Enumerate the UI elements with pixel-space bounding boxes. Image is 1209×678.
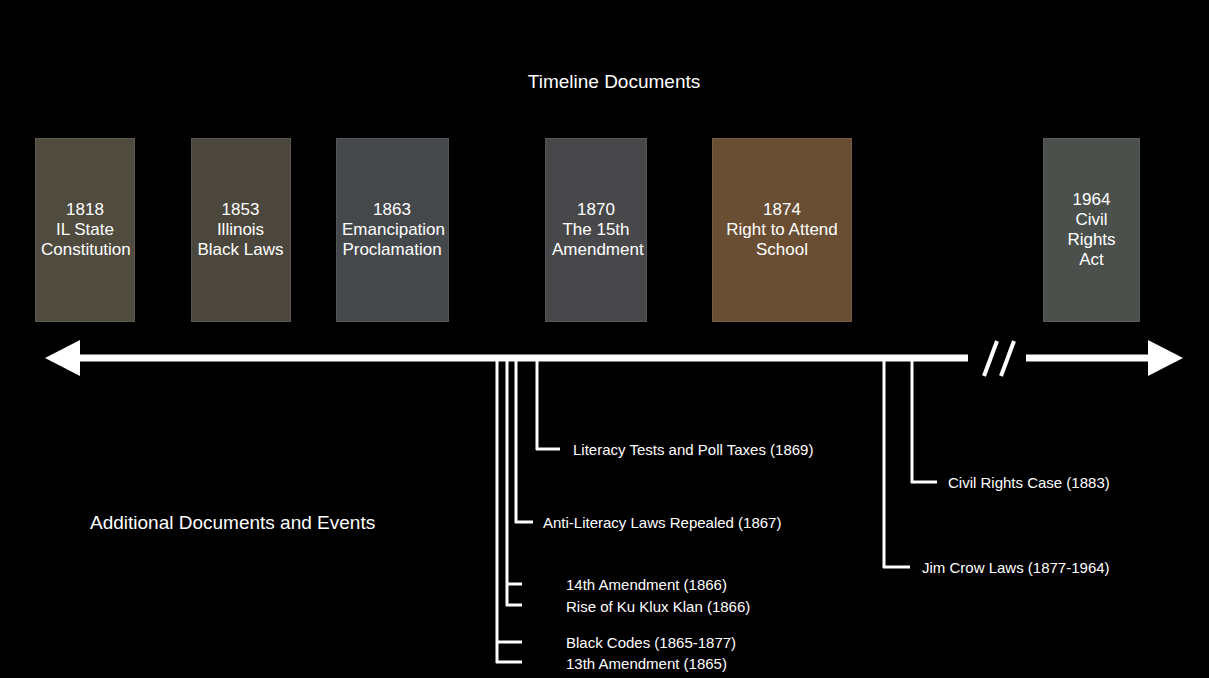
leader-line: [911, 358, 914, 483]
leader-line: [883, 358, 886, 568]
leader-line: [506, 604, 522, 607]
diagram-title: Timeline Documents: [528, 71, 700, 93]
document-year: 1818: [66, 200, 104, 220]
leader-line: [911, 481, 937, 484]
timeline-bar: [1026, 355, 1152, 362]
event-label: Jim Crow Laws (1877-1964): [922, 559, 1110, 576]
leader-line: [515, 358, 518, 523]
document-name: Civil Rights Act: [1062, 210, 1122, 270]
leader-line: [536, 448, 560, 451]
document-name: Right to Attend School: [717, 220, 847, 260]
leader-line: [496, 358, 499, 663]
document-box: 1853Illinois Black Laws: [191, 138, 291, 322]
event-label: Rise of Ku Klux Klan (1866): [566, 598, 750, 615]
document-name: IL State Constitution: [41, 220, 129, 260]
document-year: 1870: [577, 200, 615, 220]
leader-line: [496, 641, 522, 644]
leader-line: [515, 521, 533, 524]
document-name: Illinois Black Laws: [196, 220, 286, 260]
leader-line: [506, 358, 509, 606]
document-box: 1870The 15th Amendment: [545, 138, 647, 322]
document-box: 1863Emancipation Proclamation: [336, 138, 449, 322]
event-label: 13th Amendment (1865): [566, 655, 727, 672]
document-year: 1863: [373, 200, 411, 220]
document-name: Emancipation Proclamation: [342, 220, 442, 260]
event-label: Anti-Literacy Laws Repealed (1867): [543, 514, 781, 531]
event-label: Civil Rights Case (1883): [948, 474, 1110, 491]
arrow-head: [45, 340, 80, 376]
document-box: 1874Right to Attend School: [712, 138, 852, 322]
document-year: 1874: [763, 200, 801, 220]
event-label: Black Codes (1865-1877): [566, 634, 736, 651]
document-box: 1818IL State Constitution: [35, 138, 135, 322]
document-year: 1853: [222, 200, 260, 220]
break-mark: [1001, 341, 1014, 376]
leader-line: [883, 566, 910, 569]
leader-line: [506, 583, 522, 586]
event-label: 14th Amendment (1866): [566, 576, 727, 593]
section-label: Additional Documents and Events: [90, 512, 375, 534]
document-name: The 15th Amendment: [552, 220, 640, 260]
leader-line: [536, 358, 539, 450]
leader-line: [496, 661, 522, 664]
document-box: 1964Civil Rights Act: [1043, 138, 1140, 322]
document-year: 1964: [1073, 190, 1111, 210]
timeline-bar: [76, 355, 968, 362]
event-label: Literacy Tests and Poll Taxes (1869): [573, 441, 813, 458]
arrow-head: [1148, 340, 1183, 376]
break-mark: [984, 341, 997, 376]
